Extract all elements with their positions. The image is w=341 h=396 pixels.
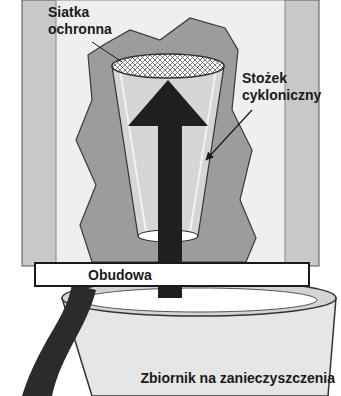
protective-mesh xyxy=(112,54,224,78)
leader-line xyxy=(92,42,122,62)
part-label: Stożek cykloniczny xyxy=(242,70,336,104)
dirt-stream xyxy=(22,284,96,396)
leader-line xyxy=(206,110,252,160)
airflow-arrow-tail xyxy=(158,286,182,298)
cone-shell-cutaway xyxy=(76,18,256,262)
housing-band: Obudowa xyxy=(34,262,310,287)
part-name: Obudowa xyxy=(88,267,308,284)
part-label: Siatka ochronna xyxy=(48,4,126,38)
airflow-arrow xyxy=(128,80,208,262)
part-label: Zbiornik na zanieczyszczenia xyxy=(140,370,335,387)
outer-cylinder xyxy=(22,0,319,266)
dust-container xyxy=(62,280,336,396)
inner-cylinder xyxy=(56,0,285,266)
